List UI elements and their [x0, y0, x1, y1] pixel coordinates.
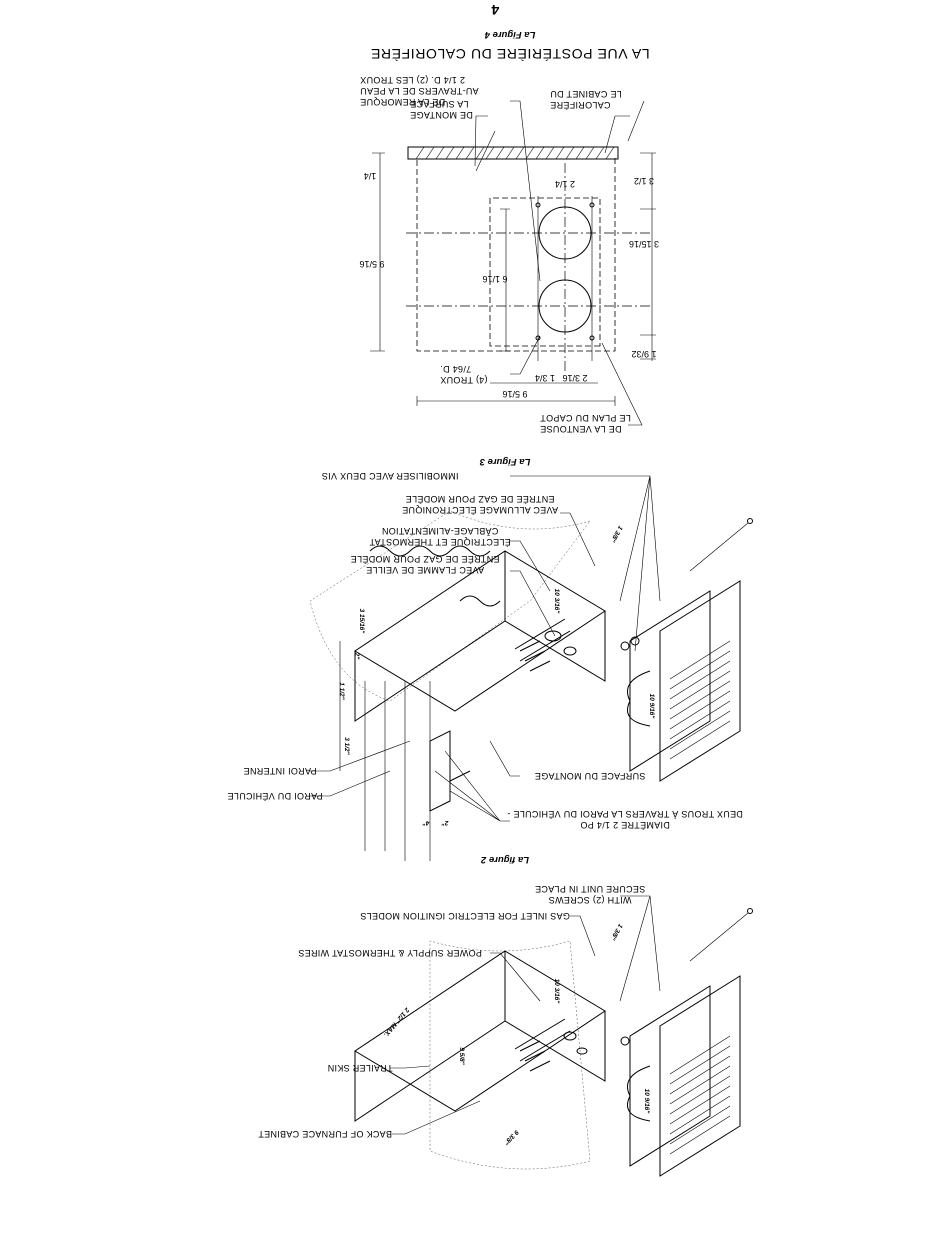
fig3-callout-two-holes-1: DEUX TROUS À TRAVERS LA PAROI DU VÉHICUL…: [507, 809, 743, 819]
trailer-skin: [429, 940, 591, 1170]
cabinet-outline: [416, 158, 616, 352]
dim-1-3-4: 1 3/4: [535, 373, 555, 383]
callout-holes4-line2: (4) TROUX: [440, 375, 488, 385]
figure-2: La figure 2 10 3/16" 1 3/8" 2 1/2" MAX. …: [258, 854, 753, 1177]
dim-9-5-16-height: 9 5/16: [359, 259, 384, 269]
fig2-front-plate: [629, 985, 711, 1167]
dim-3-1-2: 3 1/2: [634, 176, 654, 186]
callout-vent-line1: LE PLAN DU CAPOT: [540, 413, 631, 423]
fig3-dim-g: 10 9/16": [648, 694, 655, 720]
fig2-callout-back: BACK OF FURNACE CABINET: [258, 1129, 392, 1139]
fig3-dim-i: 2": [441, 819, 450, 826]
fig2-callout-gas: GAS INLET FOR ELECTRIC IGNITION MODELS: [360, 911, 570, 921]
fig2-dim-a: 10 3/16": [553, 979, 560, 1005]
dim-2-1-4: 2 1/4: [555, 179, 575, 189]
fig2-dim-f: 9 3/8": [502, 1128, 520, 1146]
fig2-dim-d: 9 5/8": [458, 1047, 465, 1065]
fig3-callout-wiring-1: CÂBLAGE-ALIMENTATION: [382, 526, 499, 536]
fig3-dim-b: 1 3/8": [608, 524, 623, 543]
callout-vent-line2: DE LA VENTOUSE: [540, 424, 622, 434]
fig3-callout-inner-wall: PAROI INTERNE: [243, 766, 316, 776]
vent-cap-plan: [489, 197, 601, 347]
fig3-callout-vehicle-wall: PAROI DU VÉHICULE: [227, 791, 322, 801]
dim-9-5-16-width: 9 5/16: [502, 389, 527, 399]
page-number: 4: [491, 2, 499, 18]
callout-holes4-line1: 7/64 D.: [440, 364, 471, 374]
figure-4: La Figure 4 LA VUE POSTÉRIÈRE DU CALORIF…: [359, 29, 659, 434]
dim-1-4: 1/4: [364, 171, 377, 181]
figure-3-caption: La Figure 3: [479, 456, 530, 467]
fig3-callout-gas-pilot-1: ENTRÉE DE GAZ POUR MODÈLE: [350, 554, 499, 564]
fig3-callout-gas-electronic-1: ENTRÉE DE GAZ POUR MODÈLE: [405, 494, 554, 504]
fig2-dim-e: 10 9/16": [643, 1089, 650, 1115]
fig3-dim-c: 3 15/16": [358, 609, 365, 635]
dim-2-3-16: 2 3/16: [562, 373, 587, 383]
fig2-dim-c: 2 1/2" MAX.: [382, 1005, 411, 1038]
fig2-callout-power: POWER SUPPLY & THERMOSTAT WIRES: [298, 948, 482, 958]
callout-surface-line1: LA SURFACE: [410, 99, 469, 109]
fig3-dim-d: 2": [353, 652, 360, 661]
figure-4-title: LA VUE POSTÉRIÈRE DU CALORIFÈRE: [370, 46, 649, 62]
callout-surface-line2: DE MONTAGE: [410, 110, 473, 120]
grille: [659, 580, 741, 782]
fig2-dim-b: 1 3/8": [608, 922, 623, 941]
dim-3-15-16: 3 15/16: [629, 239, 659, 249]
fig3-callout-wiring-2: ÉLECTRIQUE ET THERMOSTAT: [369, 537, 511, 547]
dim-1-9-32: 1 9/32: [631, 349, 656, 359]
fig3-callout-screws: IMMOBILISER AVEC DEUX VIS: [322, 471, 459, 481]
figure-4-caption: La Figure 4: [484, 29, 535, 40]
fig2-callout-secure-2: WITH (2) SCREWS: [549, 895, 632, 905]
callout-holes2-line2: AU-TRAVERS DE LA PEAU: [360, 86, 479, 96]
furnace-box-top: [354, 550, 606, 712]
fig3-dim-a: 10 3/16": [553, 589, 560, 615]
figure-3: La Figure 3 10 3/16" 1 3/8" 3 15/16" 2" …: [227, 456, 753, 861]
vehicle-wall: [309, 510, 591, 702]
fig2-callout-trailer: TRAILER SKIN: [327, 1063, 392, 1073]
fig3-dim-f: 3 1/2": [343, 737, 350, 755]
fig3-callout-gas-electronic-2: AVEC ALLUMAGE ÉLECTRONIQUE: [402, 505, 558, 515]
mounting-surface-hatch: [407, 146, 619, 160]
fig2-callout-secure-1: SECURE UNIT IN PLACE: [535, 884, 645, 894]
fig3-dim-h: 4": [422, 819, 431, 826]
figure-2-caption: La figure 2: [480, 854, 529, 865]
fig2-grille: [659, 975, 741, 1177]
callout-holes2-line3: DE LA REMORQUE: [360, 97, 445, 107]
front-plate: [629, 590, 711, 772]
callout-holes2-line1: 2 1/4 D. (2) LES TROUX: [360, 75, 465, 85]
fig3-callout-mounting: SURFACE DU MONTAGE: [535, 771, 646, 781]
callout-cabinet-line1: LE CABINET DU: [550, 89, 622, 99]
fig3-dim-e: 1 1/2": [338, 682, 345, 700]
fig3-callout-gas-pilot-2: AVEC FLAMME DE VEILLE: [366, 565, 484, 575]
dim-6-1-16: 6 1/16: [482, 274, 507, 284]
fig3-callout-two-holes-2: DIAMÈTRE 2 1/4 PO: [580, 820, 670, 830]
callout-cabinet-line2: CALORIFÈRE: [550, 100, 611, 110]
